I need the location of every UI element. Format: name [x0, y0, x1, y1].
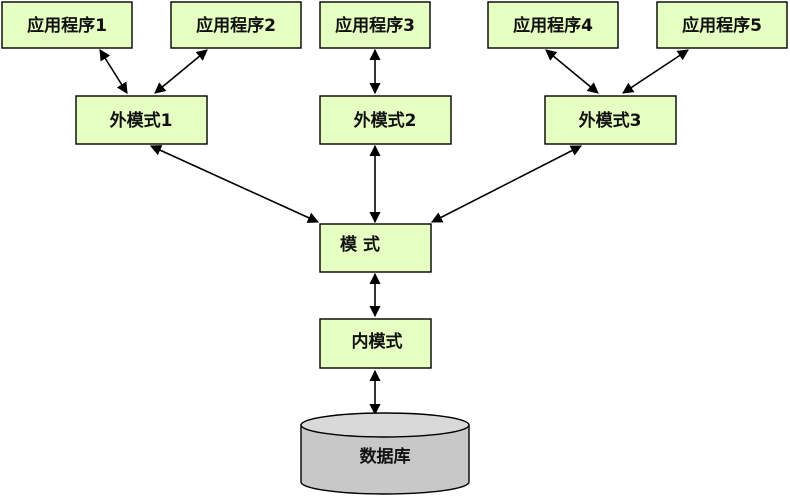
- external-schema-level: 外模式1 外模式2 外模式3: [75, 95, 677, 145]
- external-schema-label-1: 外模式1: [110, 110, 173, 131]
- application-label-5: 应用程序5: [682, 15, 762, 36]
- connector-app5-ext3: [622, 49, 689, 94]
- application-box-3: 应用程序3: [319, 1, 431, 49]
- schema-label: 模 式: [340, 234, 380, 255]
- connectors: [99, 48, 689, 416]
- database-body: [300, 424, 470, 495]
- application-label-1: 应用程序1: [27, 15, 107, 36]
- connector-app1-ext1: [99, 49, 128, 94]
- database-top: [300, 412, 470, 438]
- schema-box: 模 式: [319, 223, 432, 273]
- connector-app2-ext1: [154, 49, 208, 94]
- application-level: 应用程序1 应用程序2 应用程序3 应用程序4 应用程序5: [1, 1, 788, 49]
- external-schema-box-2: 外模式2: [319, 95, 452, 145]
- application-box-5: 应用程序5: [656, 1, 788, 49]
- application-box-1: 应用程序1: [1, 1, 133, 49]
- external-schema-box-1: 外模式1: [75, 95, 208, 145]
- application-label-2: 应用程序2: [196, 15, 276, 36]
- application-box-4: 应用程序4: [487, 1, 619, 49]
- internal-schema-label: 内模式: [352, 331, 403, 352]
- database-label: 数据库: [360, 446, 411, 467]
- external-schema-label-2: 外模式2: [354, 110, 417, 131]
- external-schema-box-3: 外模式3: [544, 95, 677, 145]
- internal-schema-box: 内模式: [319, 318, 432, 369]
- application-label-4: 应用程序4: [513, 15, 593, 36]
- external-schema-label-3: 外模式3: [579, 110, 642, 131]
- connector-ext1-schema: [149, 145, 320, 223]
- connector-ext3-schema: [431, 145, 582, 223]
- database-cylinder: 数据库: [300, 412, 470, 495]
- application-box-2: 应用程序2: [170, 1, 302, 49]
- connector-app4-ext3: [545, 49, 599, 94]
- application-label-3: 应用程序3: [335, 15, 415, 36]
